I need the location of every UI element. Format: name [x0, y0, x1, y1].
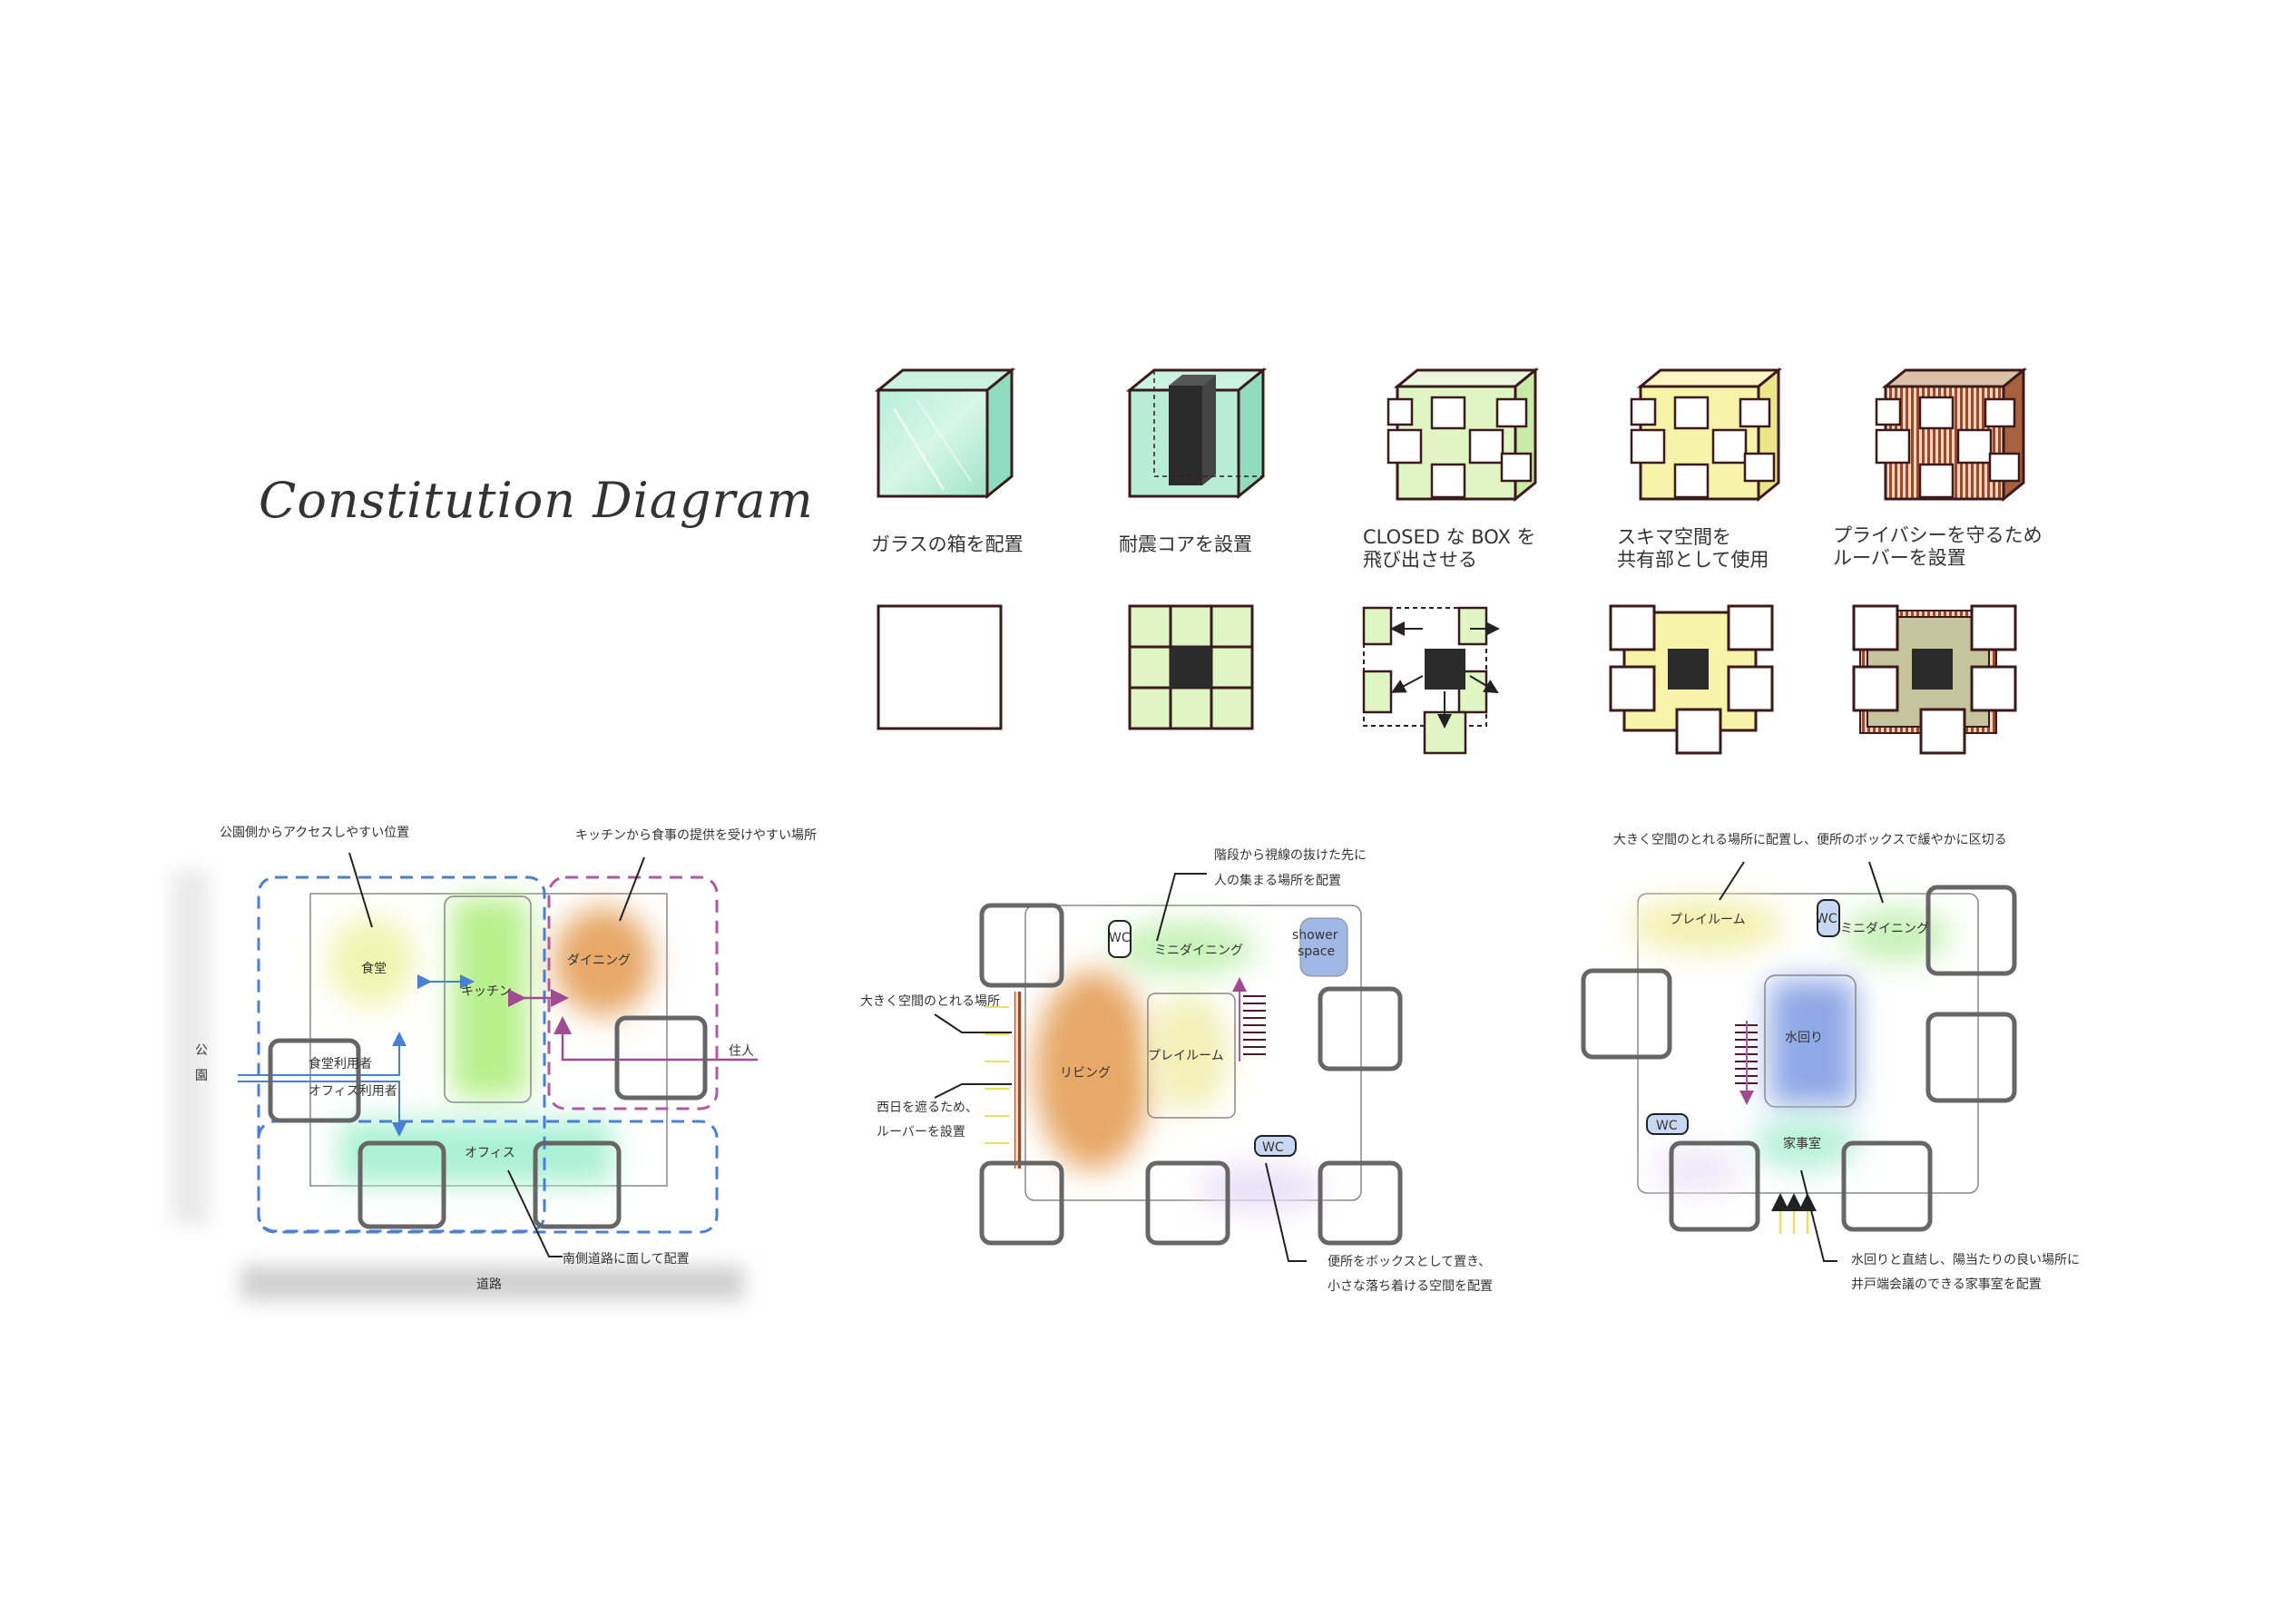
closed-box-iso	[1386, 367, 1540, 503]
plan2-note-top-2: 人の集まる場所を配置	[1214, 873, 1341, 888]
plan1-note-top-left: 公園側からアクセスしやすい位置	[220, 826, 409, 840]
label-playroom-3: プレイルーム	[1670, 913, 1746, 927]
label-shower-1: shower	[1292, 928, 1338, 943]
label-dining: ダイニング	[567, 954, 631, 968]
label-office: オフィス	[465, 1146, 515, 1160]
plan1-diagram: 公園側からアクセスしやすい位置 キッチンから食事の提供を受けやすい場所 食堂 キ…	[172, 826, 817, 1300]
plan1-note-top-right: キッチンから食事の提供を受けやすい場所	[575, 827, 817, 843]
plan3-note-bottom-1: 水回りと直結し、陽当たりの良い場所に	[1851, 1252, 2080, 1267]
step3-caption: CLOSED な BOX を 飛び出させる	[1363, 526, 1536, 571]
shared-space-iso	[1630, 367, 1783, 503]
plan2-wc-2: WC	[1262, 1140, 1284, 1155]
label-living: リビング	[1060, 1066, 1111, 1081]
label-kitchen: キッチン	[461, 984, 512, 999]
label-resident: 住人	[729, 1044, 754, 1059]
plan-core-grid	[1128, 604, 1254, 730]
page-title: Constitution Diagram	[259, 472, 814, 529]
core-box-iso	[1125, 367, 1268, 500]
plan-shared	[1609, 604, 1774, 755]
label-users-1: 食堂利用者	[309, 1056, 372, 1071]
step2-caption: 耐震コアを設置	[1119, 533, 1252, 555]
label-kajishitsu: 家事室	[1783, 1136, 1821, 1151]
plan3-diagram: 大きく空間のとれる場所に配置し、便所のボックスで緩やかに区切る プレイルーム W…	[1581, 833, 2080, 1292]
glass-box-iso	[874, 367, 1016, 500]
plan3-note-bottom-2: 井戸端会議のできる家事室を配置	[1851, 1277, 2042, 1292]
label-road: 道路	[476, 1277, 502, 1292]
plan2-note-left-1: 大きく空間のとれる場所	[860, 994, 1000, 1009]
plan2-note-top-1: 階段から視線の抜けた先に	[1214, 848, 1367, 863]
plan3-wc-2: WC	[1656, 1119, 1678, 1133]
plan2-wc-1: WC	[1109, 931, 1131, 945]
label-shower-2: space	[1298, 944, 1335, 959]
label-park-1: 公	[195, 1043, 208, 1058]
label-mini-dining: ミニダイニング	[1154, 944, 1243, 958]
plan-louver	[1852, 604, 2017, 755]
louver-iso	[1875, 367, 2028, 503]
step5-caption: プライバシーを守るため ルーバーを設置	[1833, 524, 2043, 569]
label-playroom: プレイルーム	[1148, 1049, 1224, 1063]
plan-glass-square	[877, 604, 1003, 730]
plan1-note-bottom: 南側道路に面して配置	[563, 1252, 690, 1267]
label-shokudo: 食堂	[361, 961, 387, 976]
plan2-diagram: 階段から視線の抜けた先に 人の集まる場所を配置 WC ミニダイニング showe…	[860, 848, 1493, 1294]
plan3-wc-1: WC	[1816, 912, 1837, 926]
step4-caption: スキマ空間を 共有部として使用	[1617, 526, 1769, 571]
plan3-note-top: 大きく空間のとれる場所に配置し、便所のボックスで緩やかに区切る	[1613, 833, 2007, 847]
plan2-note-left-2a: 西日を遮るため、	[877, 1101, 978, 1115]
plan2-note-left-2b: ルーバーを設置	[877, 1125, 965, 1140]
plan-exploded	[1362, 606, 1500, 755]
step1-caption: ガラスの箱を配置	[871, 533, 1024, 555]
label-mizumawari: 水回り	[1785, 1031, 1823, 1045]
label-park-2: 園	[195, 1069, 208, 1083]
label-mini-dining-3: ミニダイニング	[1840, 922, 1929, 936]
label-users-2: オフィス利用者	[309, 1084, 397, 1099]
plan2-note-bottom-2: 小さな落ち着ける空間を配置	[1328, 1279, 1493, 1294]
plan2-note-bottom-1: 便所をボックスとして置き、	[1328, 1255, 1491, 1269]
